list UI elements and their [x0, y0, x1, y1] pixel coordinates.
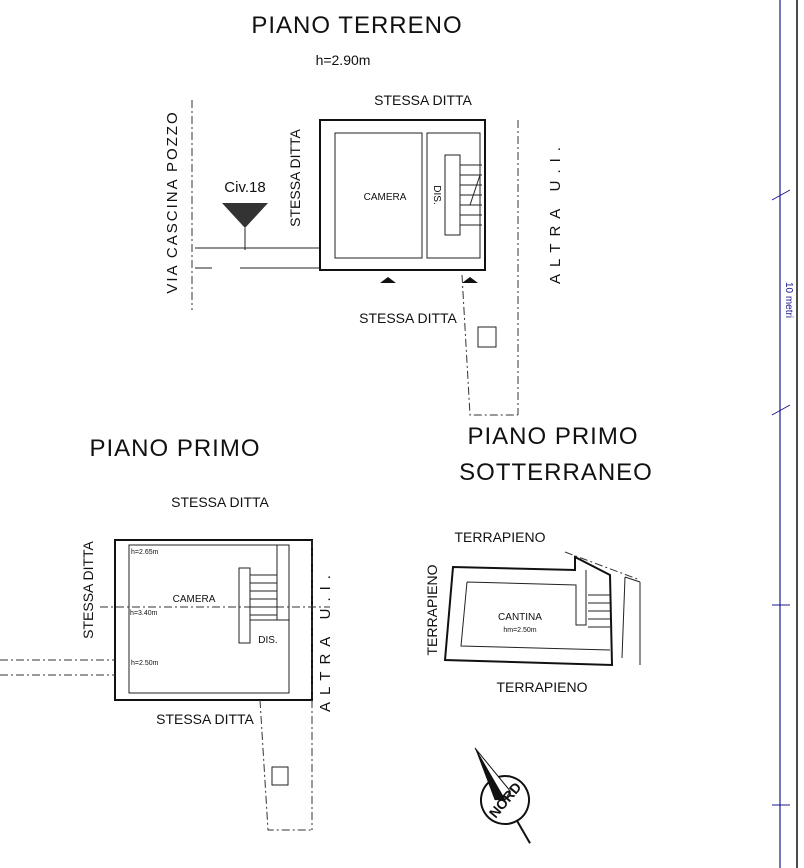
civic-number: Civ.18: [224, 179, 265, 196]
ground-camera-room: [334, 132, 423, 259]
ground-room-dis: DIS.: [431, 185, 442, 204]
ground-label-top: STESSA DITTA: [374, 92, 472, 108]
ground-floor-plan: PIANO TERRENO h=2.90m STESSA DITTA STESS…: [164, 12, 564, 416]
scale-bar: 10 metri: [771, 0, 798, 868]
basement-title-line1: PIANO PRIMO: [467, 423, 638, 450]
basement-boundary-line: [564, 551, 641, 581]
first-courtyard-boundary: [259, 699, 312, 831]
first-height-1: h=2.65m: [131, 549, 159, 556]
first-room-dis: DIS.: [258, 635, 277, 646]
scale-label: 10 metri: [783, 282, 794, 318]
entrance-arrow-icon: [380, 277, 396, 283]
first-stair-wall: [238, 567, 251, 644]
ground-label-left: STESSA DITTA: [287, 128, 303, 226]
basement-label-top: TERRAPIENO: [454, 529, 545, 545]
street-frontage: [195, 247, 320, 269]
compass-tail: [516, 820, 531, 844]
ground-courtyard-boundary: [461, 274, 518, 416]
first-room-camera: CAMERA: [173, 594, 216, 605]
first-courtyard-square: [271, 766, 289, 786]
ground-staircase: [460, 164, 482, 226]
basement-side-wall: [621, 576, 641, 665]
ground-outer-wall: [319, 119, 486, 271]
basement-plan: PIANO PRIMO SOTTERRANEO TERRAPIENO TERRA…: [424, 423, 653, 695]
street-name: VIA CASCINA POZZO: [164, 110, 181, 293]
basement-label-bottom: TERRAPIENO: [496, 679, 587, 695]
ground-room-camera: CAMERA: [364, 192, 407, 203]
north-arrow: NORD: [474, 747, 531, 844]
civic-marker-icon: [222, 203, 268, 228]
first-height-2: h=3.40m: [130, 610, 158, 617]
first-floor-plan: PIANO PRIMO STESSA DITTA STESSA DITTA ST…: [0, 435, 334, 831]
basement-title-line2: SOTTERRANEO: [459, 459, 653, 486]
north-arrow-icon: [474, 747, 511, 801]
ground-stair-wall: [444, 154, 461, 236]
basement-label-left: TERRAPIENO: [424, 564, 440, 655]
first-floor-title: PIANO PRIMO: [89, 435, 260, 462]
ground-floor-title: PIANO TERRENO: [251, 12, 462, 39]
first-height-3: h=2.50m: [131, 660, 159, 667]
basement-outer-wall: [443, 555, 614, 667]
ground-floor-height: h=2.90m: [316, 52, 371, 68]
first-staircase: [250, 545, 289, 621]
entrance-arrow-icon: [462, 277, 478, 283]
scale-ticks: [771, 189, 791, 806]
first-label-left: STESSA DITTA: [80, 540, 96, 638]
basement-height: hm=2.50m: [503, 627, 536, 634]
basement-inner-wall: [460, 570, 611, 651]
basement-staircase: [588, 594, 610, 628]
first-inner-wall: [128, 544, 290, 694]
ground-courtyard-square: [477, 326, 497, 348]
first-label-top: STESSA DITTA: [171, 494, 269, 510]
first-label-bottom: STESSA DITTA: [156, 711, 254, 727]
basement-room-cantina: CANTINA: [498, 612, 542, 623]
first-label-right: ALTRA U.I.: [317, 568, 334, 712]
ground-label-right: ALTRA U.I.: [547, 140, 564, 284]
ground-label-bottom: STESSA DITTA: [359, 310, 457, 326]
